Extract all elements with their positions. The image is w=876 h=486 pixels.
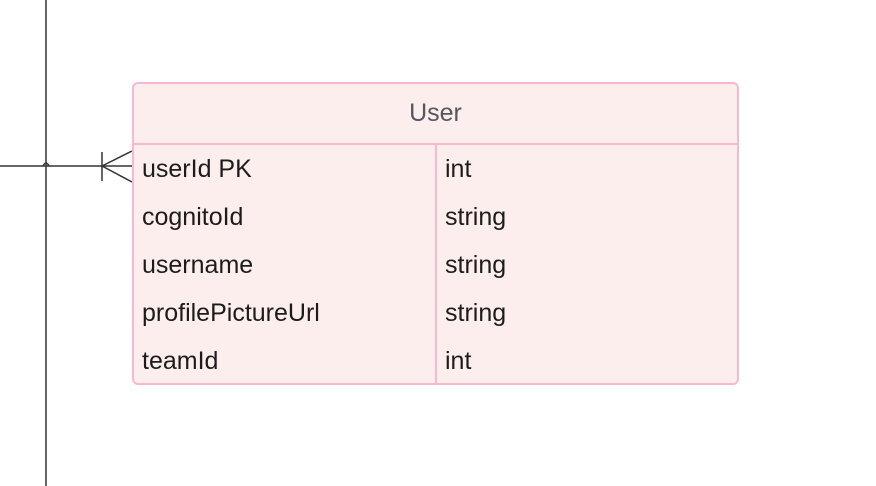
field-row-userid[interactable]: userId PK int <box>134 145 737 193</box>
field-name: userId PK <box>142 154 252 183</box>
field-type: string <box>445 298 507 327</box>
column-divider <box>435 145 437 383</box>
field-name: profilePictureUrl <box>142 298 320 327</box>
field-row-teamid[interactable]: teamId int <box>134 337 737 383</box>
field-row-cognitoid[interactable]: cognitoId string <box>134 193 737 241</box>
entity-title: User <box>134 84 737 145</box>
user-entity[interactable]: User userId PK int cognitoId string user… <box>132 82 739 385</box>
field-type: int <box>445 154 472 183</box>
crowfoot-prong-top <box>101 150 133 167</box>
field-type: int <box>445 346 472 375</box>
field-type: string <box>445 202 507 231</box>
field-row-username[interactable]: username string <box>134 241 737 289</box>
field-type: string <box>445 250 507 279</box>
crowfoot-prong-bottom <box>101 165 133 183</box>
entity-fields: userId PK int cognitoId string username … <box>134 145 737 383</box>
field-name: username <box>142 250 254 279</box>
field-name: cognitoId <box>142 202 244 231</box>
connector-line-jump <box>42 162 50 167</box>
field-name: teamId <box>142 346 219 375</box>
field-row-profilepictureurl[interactable]: profilePictureUrl string <box>134 289 737 337</box>
